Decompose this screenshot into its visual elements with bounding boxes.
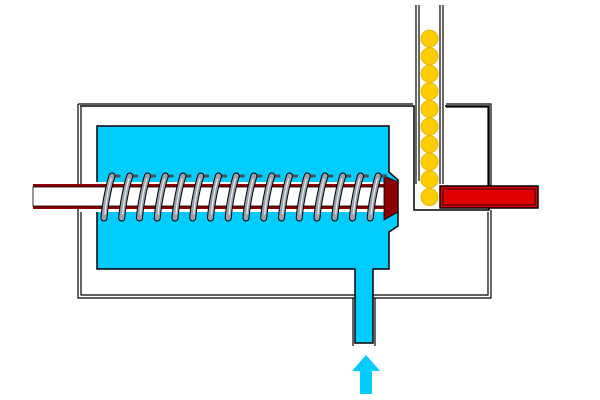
ball [420, 135, 439, 154]
magazine-left-wall [415, 5, 420, 184]
spring-coil [207, 172, 228, 222]
spring-coil [100, 172, 121, 222]
coil-spring [100, 172, 387, 222]
spring-coil [153, 172, 174, 222]
spring-coil [118, 172, 139, 222]
spring-coil [313, 172, 334, 222]
rod-end-cap [383, 175, 399, 221]
housing-outline [77, 103, 492, 299]
spring-coil [349, 172, 370, 222]
ball [420, 47, 439, 66]
ejector-bar-body [439, 185, 539, 209]
spring-coil [295, 172, 316, 222]
ball-stack [420, 29, 439, 206]
spring-coil [242, 172, 263, 222]
spring-coil [171, 172, 192, 222]
ball [420, 29, 439, 48]
spring-coil [278, 172, 299, 222]
ball [420, 188, 439, 206]
spring-coil [189, 172, 210, 222]
ball [420, 64, 439, 83]
ball [420, 152, 439, 171]
spring-coil [224, 172, 245, 222]
ball-magazine [415, 5, 444, 184]
ball [420, 117, 439, 136]
spring-coil [366, 172, 387, 222]
ball [420, 82, 439, 101]
arrow-up-icon [352, 355, 380, 394]
inlet-pipe [352, 298, 376, 346]
housing [77, 103, 492, 299]
magazine-right-wall [439, 5, 444, 184]
ball [420, 170, 439, 189]
ejector-bar-outline [442, 188, 536, 206]
rod-bottom-line [33, 206, 398, 209]
ball [420, 100, 439, 118]
spring-coil [260, 172, 281, 222]
ejector-bar [439, 185, 539, 209]
housing-outer-wall [80, 105, 490, 211]
spring-coil [331, 172, 352, 222]
spring-coil [136, 172, 157, 222]
flow-arrow [352, 355, 380, 394]
